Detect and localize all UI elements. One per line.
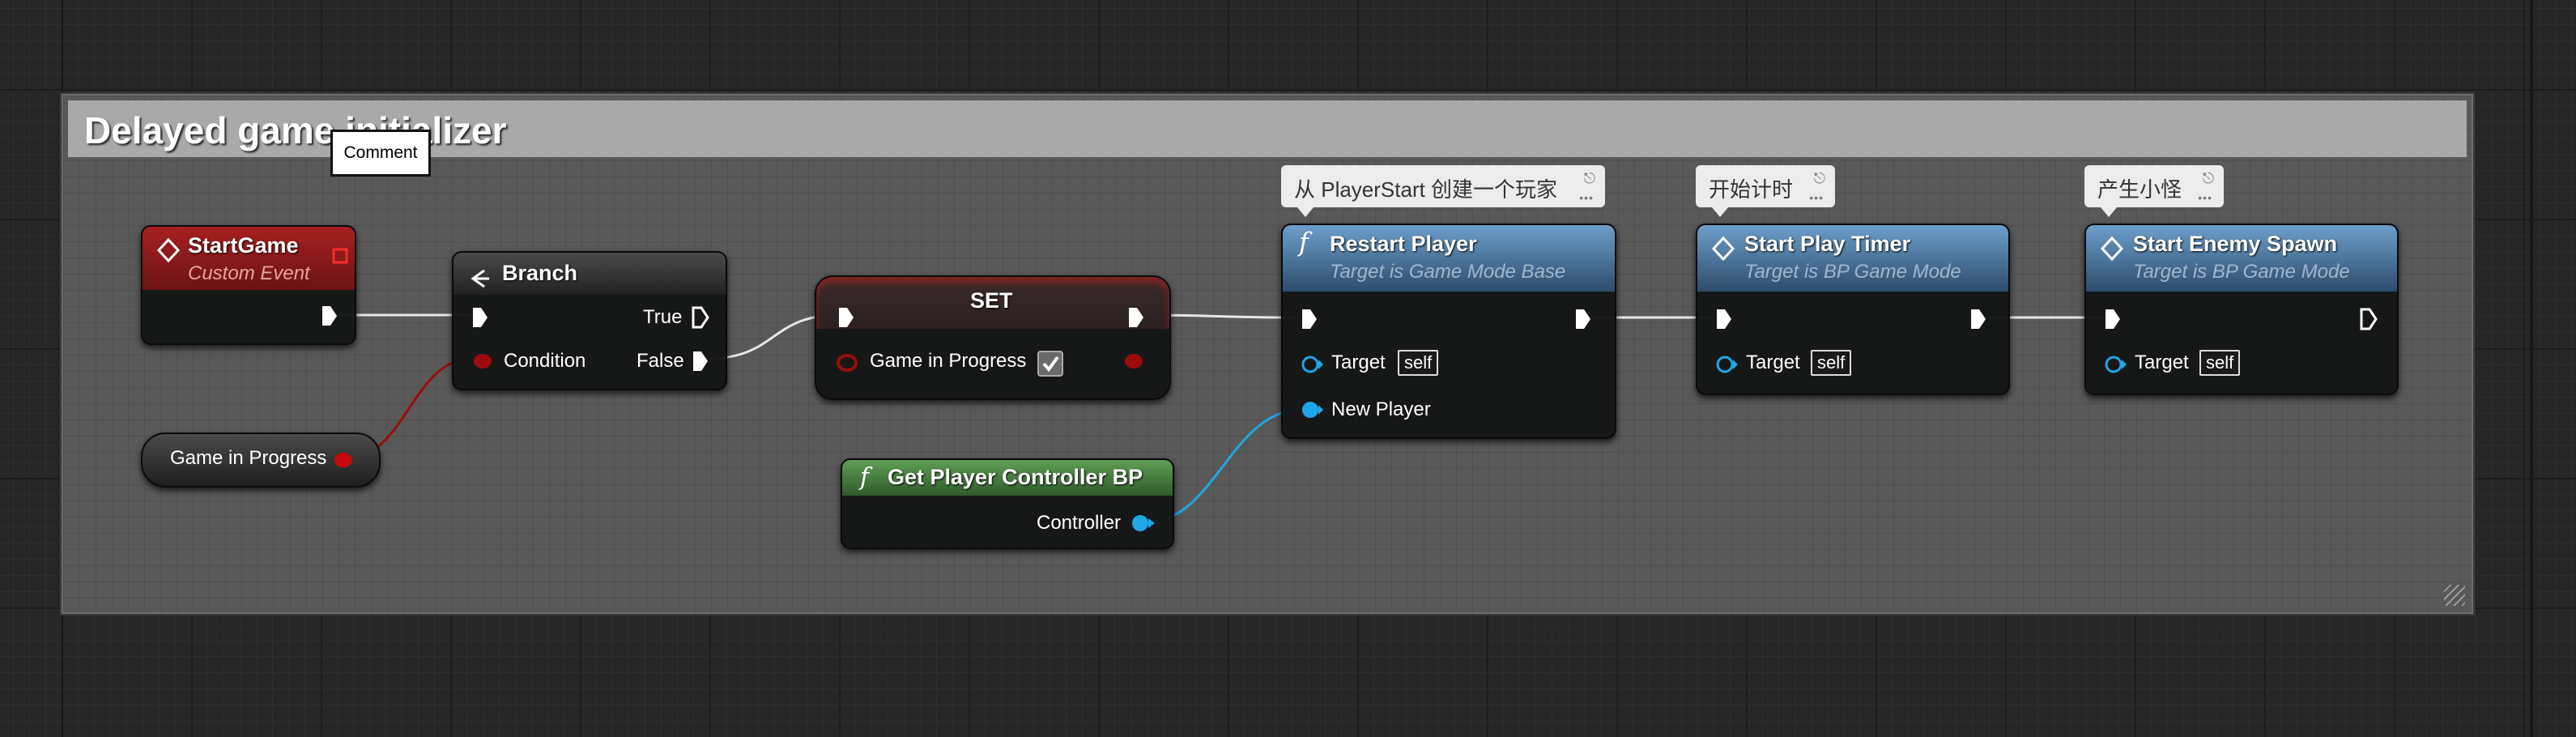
exec-out-pin-icon[interactable] <box>322 306 337 326</box>
exec-false-pin-icon[interactable] <box>693 351 708 371</box>
event-diamond-icon <box>2100 236 2124 262</box>
exec-out-pin-icon[interactable] <box>1129 308 1143 327</box>
comment-bubble-enemy[interactable]: 产生小怪 ⎋ ••• <box>2084 165 2224 217</box>
node-set[interactable]: SET Game in Progress <box>815 275 1171 400</box>
enemy-pins <box>2100 236 2378 373</box>
restart-pins <box>1301 309 1590 418</box>
target-pin-icon[interactable] <box>2105 356 2123 373</box>
bubble-text: 开始计时 <box>1709 177 1794 202</box>
target-pin-icon[interactable] <box>1716 356 1734 373</box>
target-self-value[interactable]: self <box>1398 350 1439 376</box>
comment-title[interactable]: Delayed game initializer <box>84 109 507 151</box>
node-subtitle: Target is BP Game Mode <box>1744 261 1961 283</box>
checkbox-icon[interactable] <box>1037 351 1063 377</box>
event-diamond-icon <box>1711 236 1735 262</box>
node-header <box>816 277 1169 329</box>
node-title: SET <box>970 288 1013 313</box>
pin-push-icon[interactable]: ⎋ <box>2202 170 2214 186</box>
set-pin-label: Game in Progress <box>870 350 1027 372</box>
event-diamond-icon <box>156 237 348 326</box>
target-self-value[interactable]: self <box>1811 350 1852 376</box>
node-header <box>453 253 726 295</box>
node-header <box>842 460 1173 496</box>
object-out-pin-icon[interactable] <box>842 460 1173 547</box>
comment-bubble-restart[interactable]: 从 PlayerStart 创建一个玩家 ⎋ ••• <box>1281 165 1605 217</box>
delegate-pin-icon[interactable] <box>332 248 348 264</box>
exec-in-pin-icon[interactable] <box>839 308 854 327</box>
more-icon[interactable]: ••• <box>1579 191 1594 204</box>
node-start-enemy-spawn[interactable]: Start Enemy Spawn Target is BP Game Mode… <box>2084 224 2399 395</box>
branch-icon <box>470 269 709 371</box>
node-subtitle: Target is Game Mode Base <box>1330 261 1566 283</box>
more-icon[interactable]: ••• <box>2198 191 2212 204</box>
target-pin-icon[interactable] <box>1301 356 1319 373</box>
node-title: StartGame <box>188 233 299 258</box>
variable-label: Game in Progress <box>170 447 327 469</box>
function-icon: f <box>1299 227 1309 258</box>
more-icon[interactable]: ••• <box>1809 191 1824 204</box>
node-start-play-timer[interactable]: Start Play Timer Target is BP Game Mode … <box>1696 224 2010 395</box>
true-pin-label: True <box>643 306 683 328</box>
target-self-value[interactable]: self <box>2199 350 2241 376</box>
node-start-game[interactable]: StartGame Custom Event <box>141 225 356 345</box>
resize-grip-icon[interactable] <box>2444 585 2465 606</box>
node-title: Start Play Timer <box>1744 232 1911 256</box>
bubble-text: 从 PlayerStart 创建一个玩家 <box>1294 177 1558 202</box>
node-title: Restart Player <box>1330 232 1477 256</box>
node-get-player-controller[interactable]: f Get Player Controller BP Controller <box>841 458 1174 549</box>
node-header <box>1283 225 1615 292</box>
controller-pin-label: Controller <box>1037 512 1122 534</box>
new-player-pin-label: New Player <box>1331 398 1431 420</box>
pin-push-icon[interactable]: ⎋ <box>1583 170 1595 186</box>
exec-out-pin-icon[interactable] <box>1576 309 1590 329</box>
condition-pin-label: Condition <box>504 350 586 372</box>
false-pin-label: False <box>637 350 684 372</box>
function-icon: f <box>860 463 870 492</box>
node-game-in-progress-var[interactable]: Game in Progress <box>141 432 381 488</box>
node-subtitle: Target is BP Game Mode <box>2133 261 2350 283</box>
target-pin-label: Target <box>1746 351 1800 373</box>
node-title: Get Player Controller BP <box>888 465 1143 489</box>
new-player-pin-icon[interactable] <box>1302 402 1318 418</box>
comment-bubble-timer[interactable]: 开始计时 ⎋ ••• <box>1696 165 1835 217</box>
exec-in-pin-icon[interactable] <box>1302 309 1317 329</box>
bool-out-pin-icon[interactable] <box>1125 354 1143 368</box>
condition-pin-icon[interactable] <box>474 354 492 368</box>
bool-in-pin-icon[interactable] <box>837 354 858 372</box>
exec-true-pin-icon[interactable] <box>692 306 709 329</box>
node-title: Branch <box>502 261 578 285</box>
bubble-text: 产生小怪 <box>2097 177 2182 202</box>
node-restart-player[interactable]: f Restart Player Target is Game Mode Bas… <box>1281 224 1616 439</box>
node-header <box>2086 225 2397 292</box>
exec-in-pin-icon[interactable] <box>473 308 488 327</box>
node-title: Start Enemy Spawn <box>2133 232 2338 256</box>
node-branch[interactable]: Branch True False Condition <box>452 251 727 390</box>
comment-header[interactable]: Delayed game initializer <box>68 100 2467 157</box>
exec-out-pin-icon[interactable] <box>1971 309 1986 329</box>
comment-tooltip: Comment <box>330 130 431 177</box>
pin-push-icon[interactable]: ⎋ <box>1813 170 1825 186</box>
bool-out-pin-icon[interactable] <box>143 434 379 486</box>
timer-pins <box>1711 236 1986 373</box>
node-header <box>1697 225 2008 292</box>
target-pin-label: Target <box>1331 351 1386 373</box>
set-pins <box>837 308 1143 377</box>
exec-out-pin-icon[interactable] <box>2360 308 2378 330</box>
target-pin-label: Target <box>2135 351 2189 373</box>
graph-right-edge <box>2530 0 2533 737</box>
node-header <box>143 227 355 290</box>
exec-in-pin-icon[interactable] <box>1717 309 1731 329</box>
node-subtitle: Custom Event <box>188 262 310 284</box>
exec-in-pin-icon[interactable] <box>2106 309 2120 329</box>
